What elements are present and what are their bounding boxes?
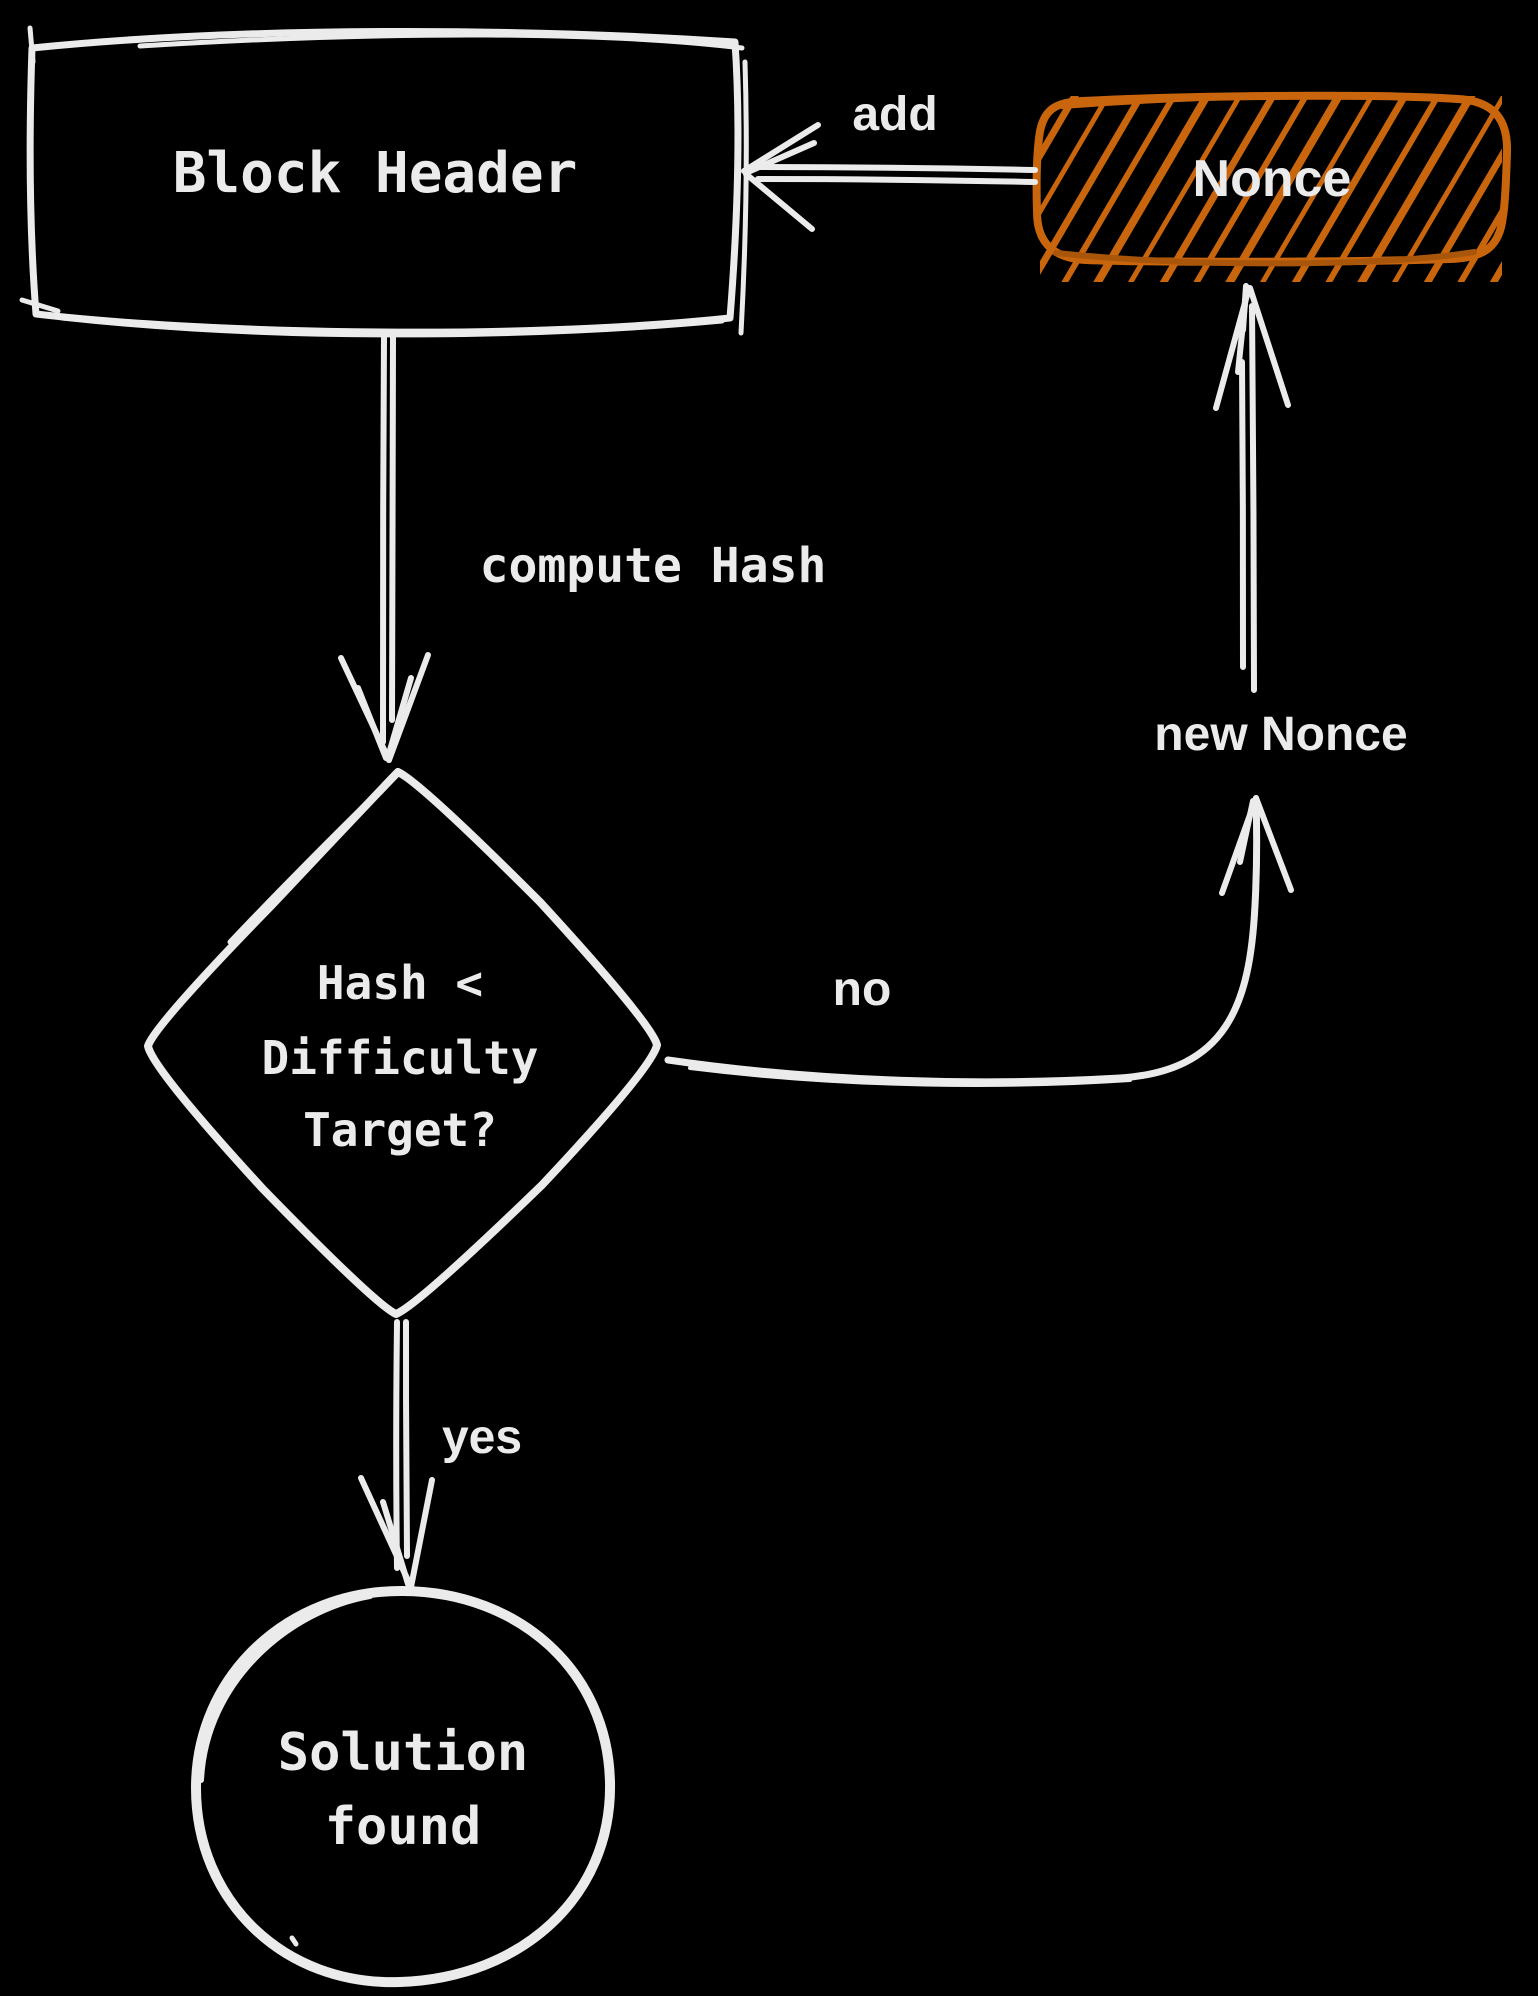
no-arrowhead-icon [1219, 795, 1294, 896]
nonce-node-label: Nonce [1193, 150, 1352, 208]
block-header-corner-tick [27, 25, 36, 65]
no-curve-overdraw [688, 1066, 1132, 1087]
hatch-line [1040, 96, 1111, 217]
hatch-line [1489, 261, 1502, 282]
decision-node-label: Hash < Difficulty Target? [262, 956, 539, 1157]
block-header-overdraw-top [137, 32, 745, 51]
compute-arrow-line2 [389, 333, 396, 723]
block-header-corner-tick2 [19, 297, 61, 314]
hatch-line [1127, 96, 1243, 282]
hatch-line [1225, 96, 1344, 282]
block-header-overdraw-right [738, 59, 749, 336]
compute-arrow-line [380, 333, 387, 745]
hatch-line [1040, 96, 1145, 276]
block-header-node-border [26, 27, 742, 336]
block-header-node-label: Block Header [173, 141, 578, 206]
yes-arrowhead-icon [358, 1475, 435, 1590]
block-header-overdraw-bottom [59, 315, 725, 338]
yes-arrow-line [393, 1319, 400, 1571]
nonce-border-overdraw-top [1059, 92, 1481, 109]
hatch-line [1159, 96, 1277, 282]
hatch-line [1291, 96, 1409, 282]
hatch-line [1259, 96, 1375, 282]
hatch-line [1325, 96, 1442, 282]
nonce-border-overdraw-bottom [1053, 249, 1477, 267]
compute-arrowhead-icon [338, 652, 431, 763]
edge-add-label: add [852, 88, 937, 141]
nonce-node-graphics [1032, 91, 1512, 282]
no-curve-line [664, 796, 1261, 1086]
solution-overdraw [198, 1593, 373, 1783]
edge-new-nonce-arrow [1213, 283, 1291, 693]
solution-corner-tick [289, 1935, 299, 1947]
solution-line-2: found [325, 1797, 482, 1857]
edge-yes-arrow [358, 1319, 435, 1590]
new-nonce-arrowhead-icon [1213, 283, 1291, 411]
hatch-line [1193, 96, 1310, 282]
add-arrowhead-icon [741, 122, 821, 232]
decision-overdraw [227, 777, 393, 945]
decision-line-1: Hash < [317, 956, 483, 1010]
new-nonce-arrow-line [1239, 359, 1246, 670]
yes-arrow-line2 [403, 1319, 410, 1559]
edge-compute-hash-arrow [338, 333, 431, 763]
solution-node-label: Solution found [278, 1723, 528, 1857]
edge-compute-hash-label: compute Hash [480, 538, 827, 594]
hatch-line [1391, 96, 1502, 282]
edge-add-arrow [741, 122, 1038, 232]
edge-no-label: no [833, 963, 892, 1016]
solution-line-1: Solution [278, 1723, 528, 1783]
decision-line-3: Target? [303, 1103, 497, 1157]
solution-node-border [191, 1585, 616, 1988]
edge-no-arrow [664, 795, 1294, 1087]
hatch-line [1093, 96, 1212, 282]
hatch-line [1357, 96, 1476, 282]
ink-strokes [19, 25, 1294, 1988]
edge-yes-label: yes [442, 1411, 522, 1464]
decision-node-border [144, 768, 661, 1318]
decision-line-2: Difficulty [262, 1031, 539, 1085]
add-arrow-line2 [755, 176, 1038, 185]
new-nonce-arrow-line2 [1249, 303, 1257, 693]
edge-new-nonce-label: new Nonce [1154, 708, 1407, 761]
labels: Block Header Nonce add compute Hash Hash… [173, 88, 1408, 1857]
add-arrow-line [749, 164, 1038, 173]
